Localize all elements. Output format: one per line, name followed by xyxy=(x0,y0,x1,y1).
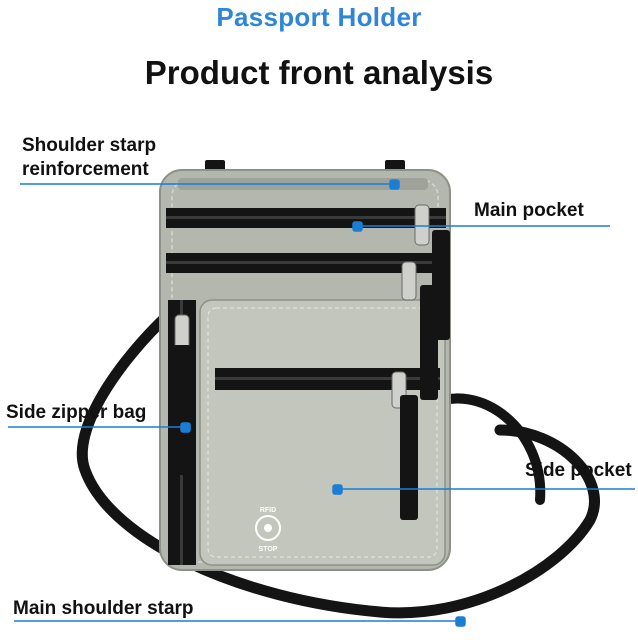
callout-dot-main-strap xyxy=(455,616,466,627)
main-shoulder-strap xyxy=(76,309,600,619)
front-panel xyxy=(199,299,446,566)
label-main-pocket: Main pocket xyxy=(474,200,584,221)
label-shoulder-reinforcement: Shoulder starp reinforcement xyxy=(22,134,192,182)
page-subtitle: Product front analysis xyxy=(144,54,494,91)
label-shoulder-line1: Shoulder starp xyxy=(22,135,157,156)
callout-dot-shoulder xyxy=(389,179,400,190)
label-main-shoulder-strap: Main shoulder starp xyxy=(13,598,194,619)
callout-dot-side-zipper xyxy=(180,422,191,433)
label-shoulder-line2: reinforcement xyxy=(22,159,149,180)
callout-dot-main-pocket xyxy=(352,221,363,232)
rfid-badge-line1: RFID xyxy=(260,507,276,514)
label-side-zipper-bag: Side zipper bag xyxy=(6,402,147,423)
rfid-badge-line2: STOP xyxy=(259,546,278,553)
rfid-badge-icon xyxy=(255,515,281,541)
label-side-pocket: Side pocket xyxy=(525,460,632,481)
callout-dot-side-pocket xyxy=(332,484,343,495)
page-title: Passport Holder xyxy=(216,2,422,32)
